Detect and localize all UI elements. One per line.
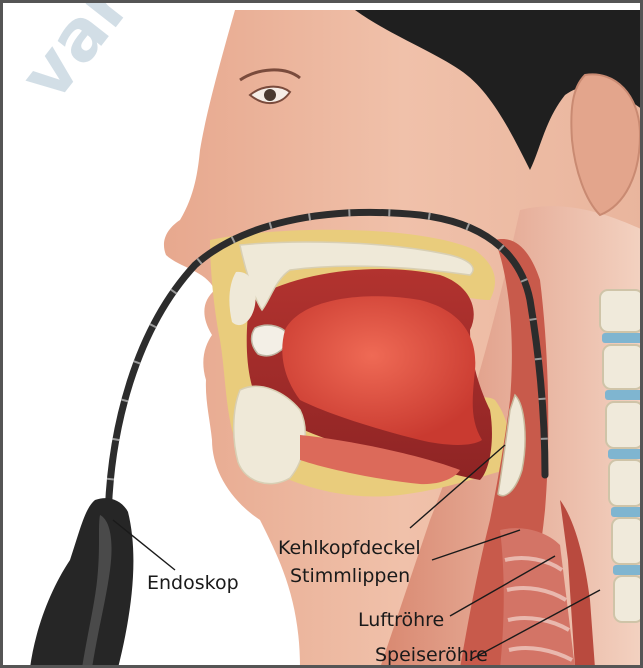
label-epiglottis: Kehlkopfdeckel [278, 537, 421, 559]
label-vocal-cords: Stimmlippen [290, 565, 410, 587]
iris [264, 89, 276, 101]
label-esophagus: Speiseröhre [375, 644, 488, 666]
label-endoscope: Endoskop [147, 572, 239, 594]
label-trachea: Luftröhre [358, 609, 444, 631]
